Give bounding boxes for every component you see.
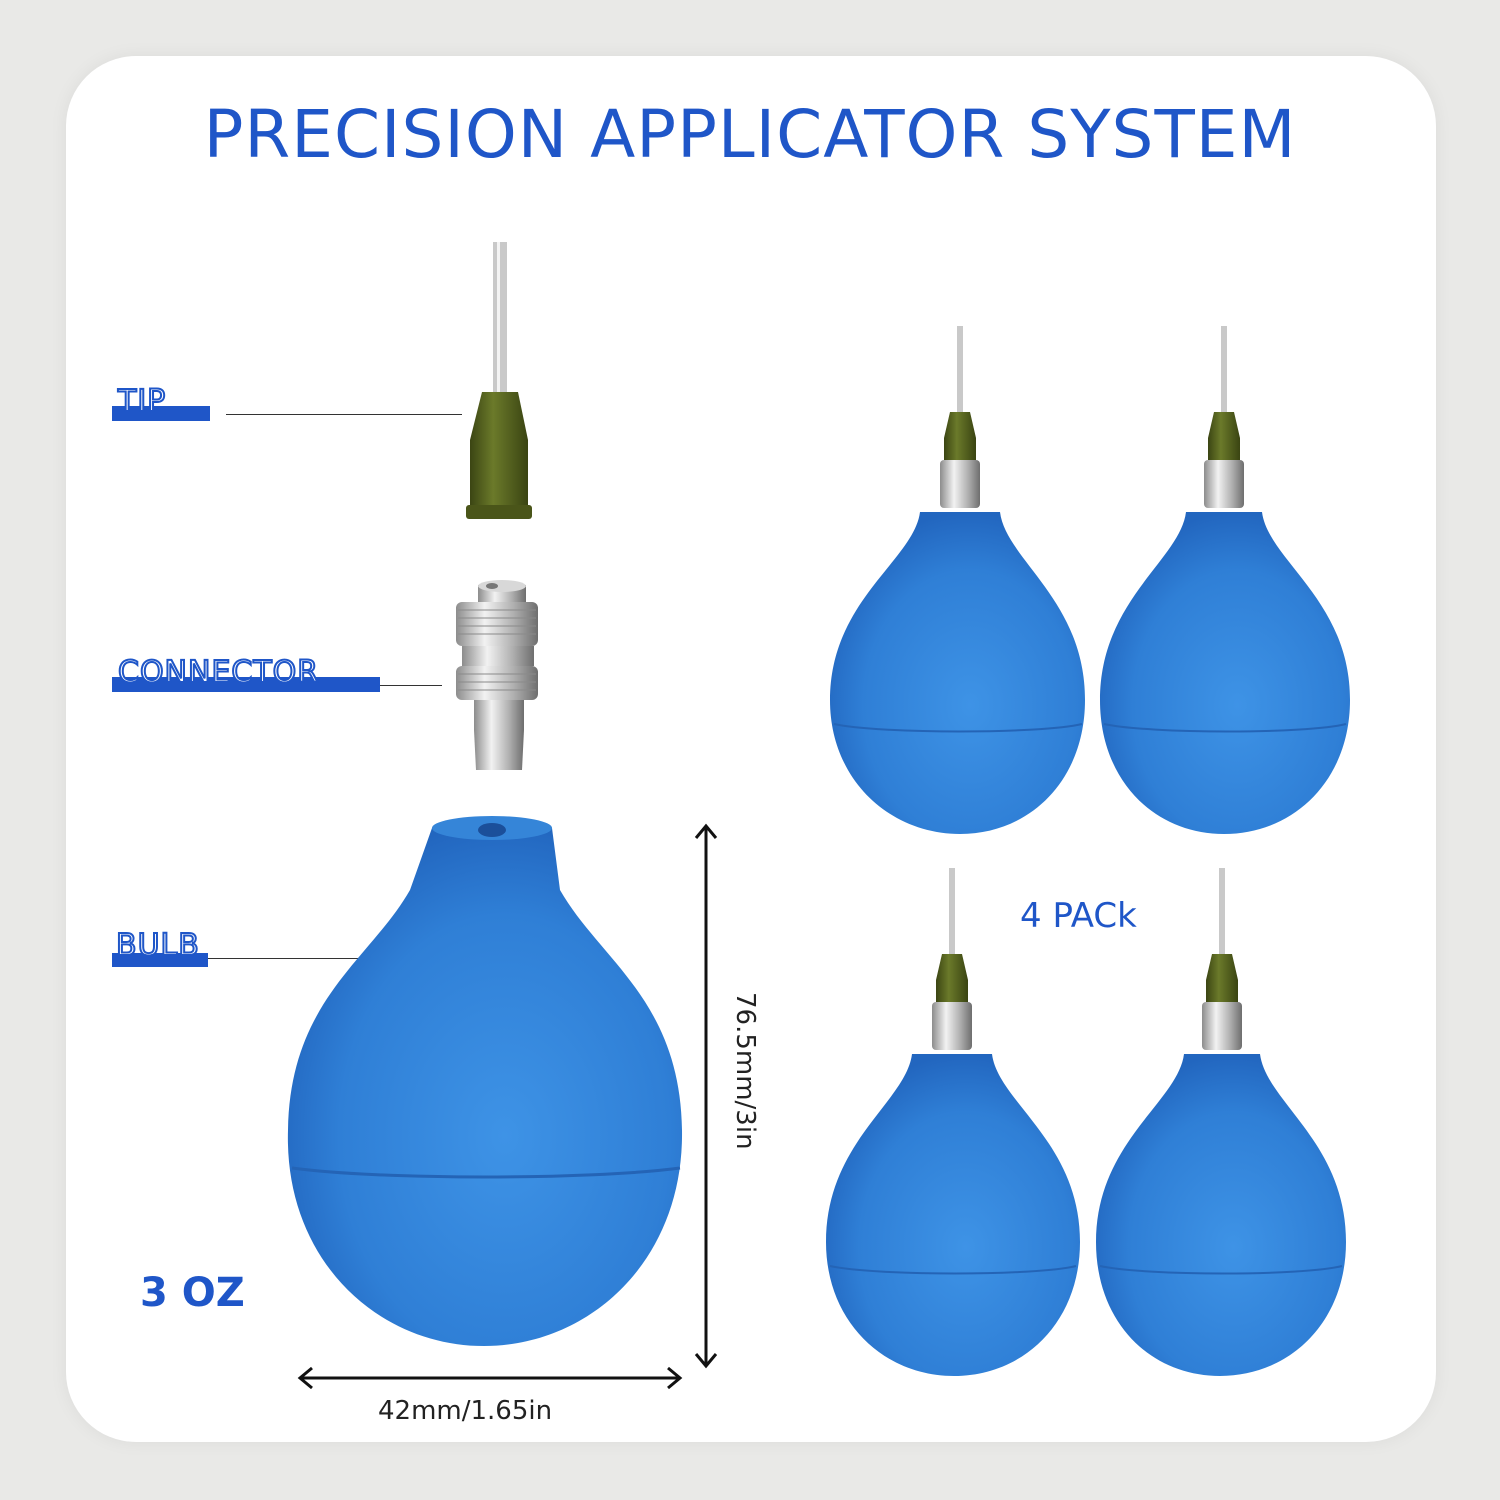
connector-label-bar (112, 677, 380, 692)
tip-label-bar (112, 406, 210, 421)
bulb-label: BULB (115, 927, 200, 964)
capacity-label: 3 OZ (140, 1270, 245, 1316)
connector-label: CONNECTOR (117, 654, 320, 691)
pack-count-label: 4 PACk (1020, 896, 1137, 936)
width-dimension-label: 42mm/1.65in (378, 1396, 553, 1426)
bulb-label-bar (112, 953, 208, 967)
tip-leader-line (226, 414, 462, 415)
page-title: PRECISION APPLICATOR SYSTEM (203, 96, 1297, 173)
bulb-leader-line (208, 958, 398, 959)
tip-label: TIP (117, 383, 167, 420)
connector-leader-line (380, 685, 442, 686)
